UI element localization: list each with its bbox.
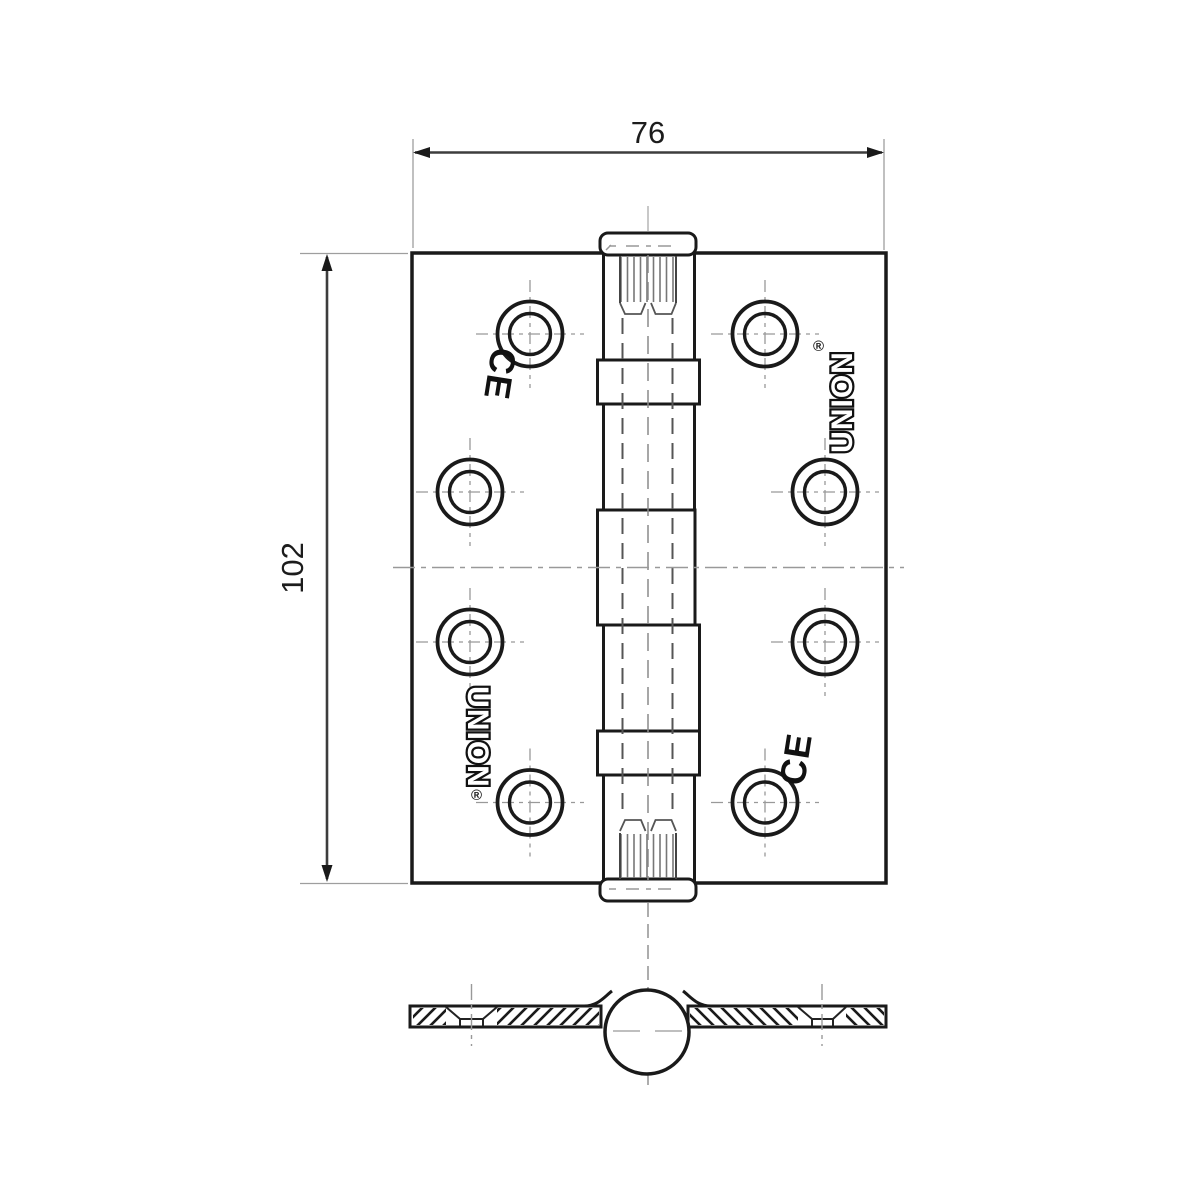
width-arrow-right-icon bbox=[867, 147, 884, 158]
hinge-knuckle-barrel bbox=[596, 206, 701, 1090]
union-logo-right: UNION bbox=[826, 351, 859, 453]
screw-hole bbox=[416, 438, 524, 546]
section-barrel-circle bbox=[603, 988, 691, 1076]
registered-symbol-right: ® bbox=[813, 338, 824, 355]
ce-mark-top-left: CE bbox=[476, 345, 525, 403]
cross-section-view bbox=[408, 984, 888, 1076]
knurl-top-feet bbox=[619, 302, 677, 315]
barrel-cap-bottom bbox=[598, 877, 698, 903]
union-logo-left: UNION bbox=[461, 686, 494, 788]
height-dimension: 102 bbox=[275, 252, 408, 885]
section-fillet-right bbox=[682, 989, 712, 1008]
knurl-top bbox=[619, 256, 677, 315]
hidden-pin-lines bbox=[621, 318, 674, 816]
barrel-cap-top bbox=[598, 231, 698, 257]
screw-holes bbox=[416, 280, 879, 857]
screw-hole bbox=[711, 748, 819, 857]
screw-hole bbox=[771, 588, 879, 696]
height-arrow-top-icon bbox=[321, 254, 333, 271]
knurl-bottom-sides bbox=[619, 833, 677, 879]
knurl-bottom-feet bbox=[619, 819, 677, 832]
countersink-hole-left bbox=[445, 984, 498, 1046]
section-fillet-left bbox=[583, 989, 613, 1008]
height-dimension-label: 102 bbox=[275, 542, 310, 594]
screw-hole bbox=[416, 588, 524, 696]
width-arrow-left-icon bbox=[413, 147, 430, 158]
ce-mark-bottom-right: CE bbox=[771, 730, 820, 788]
width-dimension-label: 76 bbox=[631, 115, 665, 150]
knurl-top-sides bbox=[619, 256, 677, 303]
hinge-front-view: CE CE UNION ® UNION ® bbox=[393, 206, 904, 1090]
screw-hole bbox=[476, 280, 584, 388]
height-arrow-bottom-icon bbox=[321, 865, 333, 882]
registered-symbol-left: ® bbox=[471, 787, 482, 804]
width-dimension: 76 bbox=[412, 115, 885, 250]
screw-hole bbox=[711, 280, 819, 388]
hatch-right-outer bbox=[846, 1008, 884, 1025]
knuckle-mid-lower bbox=[602, 623, 701, 733]
countersink-hole-right bbox=[797, 984, 847, 1046]
knuckle-joint-lines bbox=[603, 358, 695, 777]
screw-hole bbox=[476, 748, 584, 857]
cap-top-tick-marks bbox=[605, 244, 671, 251]
screw-hole bbox=[771, 438, 879, 546]
hatch-right-inner bbox=[690, 1008, 798, 1025]
hatch-left-inner bbox=[497, 1008, 599, 1025]
knurl-bottom bbox=[619, 819, 677, 879]
hatch-left-outer bbox=[413, 1008, 446, 1025]
